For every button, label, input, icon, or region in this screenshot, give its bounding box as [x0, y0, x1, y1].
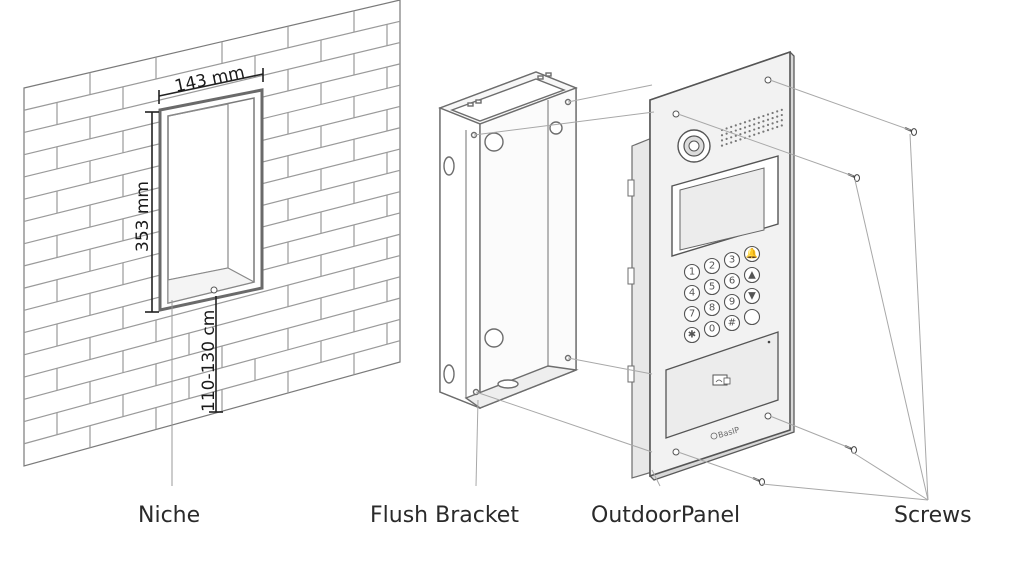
outdoor-panel-label: OutdoorPanel — [591, 503, 740, 528]
niche-label: Niche — [138, 503, 200, 528]
flush-bracket-label: Flush Bracket — [370, 503, 519, 528]
keypad-key: 3 — [723, 251, 741, 269]
svg-text:🔔: 🔔 — [746, 248, 758, 260]
keypad-key: 🔔 — [743, 245, 761, 263]
screws-label: Screws — [894, 503, 972, 528]
svg-text:8: 8 — [709, 303, 715, 314]
height-dimension — [145, 111, 159, 313]
svg-text:#: # — [728, 318, 736, 329]
svg-text:3: 3 — [729, 255, 735, 266]
mount-height-dimension — [209, 296, 223, 413]
keypad-key: 5 — [703, 278, 721, 296]
svg-text:9: 9 — [729, 297, 735, 308]
keypad-key: # — [723, 314, 741, 332]
niche — [158, 88, 264, 312]
outdoor-panel: 123🔔456▲789▼✱0# BasIP — [627, 50, 795, 481]
svg-text:1: 1 — [689, 267, 695, 278]
svg-text:6: 6 — [729, 276, 735, 287]
keypad-key: 8 — [703, 299, 721, 317]
svg-text:7: 7 — [689, 309, 695, 320]
svg-text:✱: ✱ — [688, 330, 696, 341]
speaker-grille — [720, 108, 783, 147]
keypad-key: 0 — [703, 320, 721, 338]
keypad-key: 9 — [723, 293, 741, 311]
leader-lines — [473, 79, 929, 501]
height-dimension-label: 353 mm — [133, 181, 153, 252]
nfc-card-icon — [712, 374, 731, 386]
keypad-key — [743, 308, 761, 326]
keypad-key: ▼ — [743, 287, 761, 305]
width-dimension — [158, 68, 264, 104]
svg-text:4: 4 — [689, 288, 695, 299]
svg-text:5: 5 — [709, 282, 715, 293]
display-screen — [671, 155, 779, 257]
rfid-reader — [665, 331, 779, 439]
flush-bracket — [438, 71, 579, 410]
keypad-key: 2 — [703, 257, 721, 275]
keypad: 1 2 3 🔔 4 5 6 ▲ 7 8 9 ▼ ✱ 0 # — [683, 245, 761, 344]
keypad-key: 7 — [683, 305, 701, 323]
camera-icon — [677, 129, 711, 163]
mount-height-dimension-label: 110-130 cm — [199, 310, 219, 412]
keypad-key: 1 — [683, 263, 701, 281]
keypad-key: 4 — [683, 284, 701, 302]
keypad-key: ✱ — [683, 326, 701, 344]
svg-text:▼: ▼ — [748, 291, 756, 302]
svg-text:2: 2 — [709, 261, 715, 272]
svg-text:▲: ▲ — [748, 270, 756, 281]
keypad-key: 6 — [723, 272, 741, 290]
svg-text:0: 0 — [709, 324, 715, 335]
keypad-key: ▲ — [743, 266, 761, 284]
